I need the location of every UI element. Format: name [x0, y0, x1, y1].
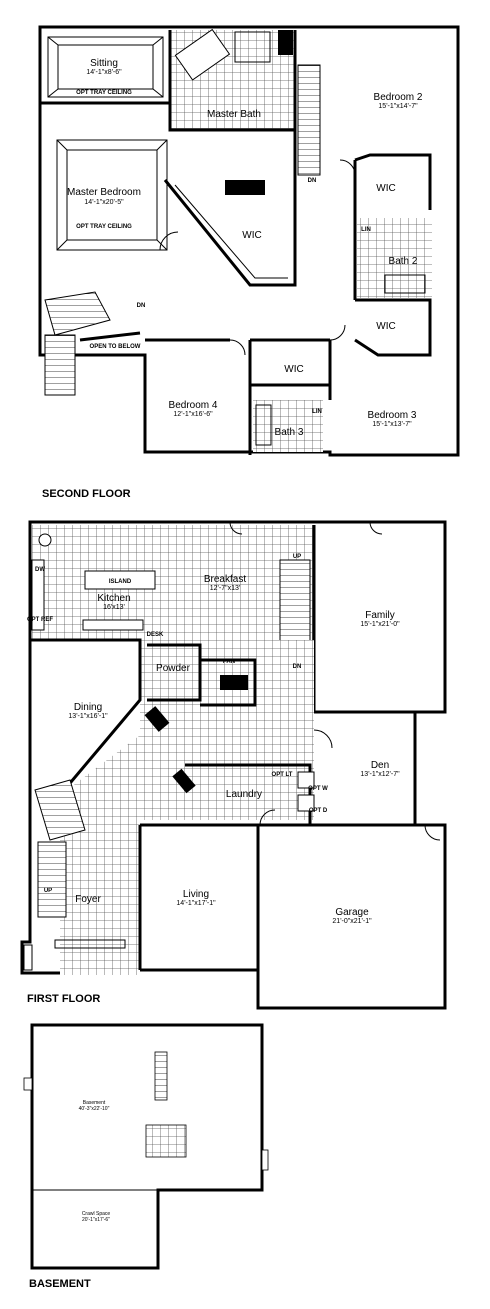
sitting-tray-label: OPT TRAY CEILING [76, 90, 132, 96]
opt-ref-note: OPT REF [27, 617, 53, 623]
bath2-label: Bath 2 [389, 256, 418, 267]
desk-note: DESK [147, 632, 164, 638]
living-dim: 14'-1"x17'-1" [176, 900, 216, 907]
den-label: Den [371, 760, 389, 771]
opt-lt-note: OPT LT [272, 772, 293, 778]
master-bedroom-label: Master Bedroom [67, 187, 141, 198]
opt-w-note: OPT W [308, 786, 328, 792]
family-dn-note: DN [293, 664, 302, 670]
island-label: ISLAND [109, 579, 132, 585]
basement-plan [23, 1023, 269, 1270]
dining-dim: 13'-1"x16'-1" [68, 713, 108, 720]
family-label: Family [365, 610, 394, 621]
basement-title: BASEMENT [29, 1278, 91, 1290]
master-wic-label: WIC [242, 230, 261, 241]
garage-label: Garage [335, 907, 369, 918]
master-tray-label: OPT TRAY CEILING [76, 224, 132, 230]
pan-label: PAN [223, 659, 235, 665]
open-below-label: OPEN TO BELOW [90, 344, 141, 350]
family-dim: 15'-1"x21'-0" [360, 621, 400, 628]
second-dn-note-2: DN [137, 303, 146, 309]
second-dn-note-1: DN [308, 178, 317, 184]
bedroom2-label: Bedroom 2 [374, 92, 423, 103]
bedroom3-dim: 15'-1"x13'-7" [372, 421, 412, 428]
dw-note: DW [35, 567, 45, 573]
crawl-dim: 20'-1"x17'-6" [82, 1217, 110, 1223]
basement-label: Basement [83, 1100, 106, 1106]
second-lin-note-2: LIN [312, 409, 322, 415]
second-lin-note-1: LIN [361, 227, 371, 233]
living-label: Living [183, 889, 209, 900]
breakfast-dim: 12'-7"x13' [210, 585, 240, 592]
powder-label: Powder [156, 663, 191, 674]
first-floor-title: FIRST FLOOR [27, 993, 100, 1005]
kitchen-dim: 16'x13' [103, 604, 125, 611]
bath3-label: Bath 3 [275, 427, 304, 438]
bedroom3-label: Bedroom 3 [368, 410, 417, 421]
dining-label: Dining [74, 702, 102, 713]
master-bath-label: Master Bath [207, 109, 261, 120]
bedroom4-label: Bedroom 4 [169, 400, 218, 411]
garage-dim: 21'-0"x21'-1" [332, 918, 372, 925]
foyer-up-note: UP [44, 888, 52, 894]
basement-dim: 40'-3"x22'-10" [79, 1106, 110, 1112]
laundry-label: Laundry [226, 789, 262, 800]
bedroom4-wic-label: WIC [284, 364, 303, 375]
bedroom2-wic-label: WIC [376, 183, 395, 194]
master-bedroom-dim: 14'-1"x20'-5" [84, 199, 124, 206]
bedroom2-dim: 15'-1"x14'-7" [378, 103, 418, 110]
opt-d-note: OPT D [309, 808, 328, 814]
family-up-note: UP [293, 554, 301, 560]
sitting-dim: 14'-1"x8'-6" [86, 69, 122, 76]
first-floor-plan [20, 520, 447, 1010]
second-floor-plan [38, 25, 460, 457]
crawl-label: Crawl Space [82, 1211, 111, 1217]
breakfast-label: Breakfast [204, 574, 246, 585]
den-dim: 13'-1"x12'-7" [360, 771, 400, 778]
sitting-label: Sitting [90, 58, 118, 69]
bedroom3-wic-label: WIC [376, 321, 395, 332]
bedroom4-dim: 12'-1"x16'-6" [173, 411, 213, 418]
foyer-label: Foyer [75, 894, 101, 905]
second-floor-title: SECOND FLOOR [42, 488, 131, 500]
kitchen-label: Kitchen [97, 593, 130, 604]
